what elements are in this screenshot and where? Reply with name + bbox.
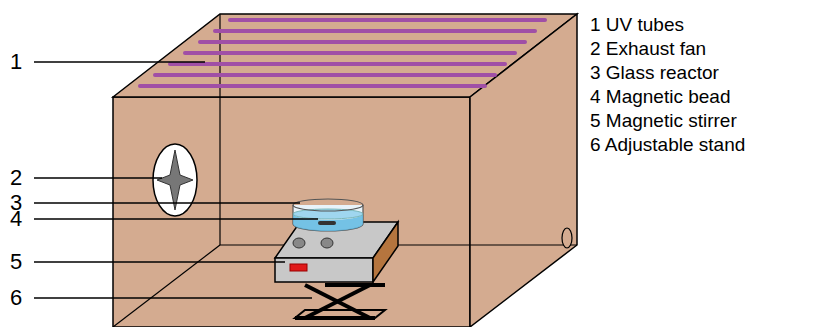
exhaust-fan [153,144,197,216]
adjustable-stand [295,285,385,318]
cabinet-side [470,14,577,327]
legend-text: 1 UV tubes [590,15,684,34]
legend-text: 3 Glass reactor [590,63,719,82]
callout-number: 5 [10,251,22,273]
legend-text: 4 Magnetic bead [590,87,731,106]
stirrer-front [275,258,373,282]
stirrer-knob [293,238,305,248]
legend-text: 6 Adjustable stand [590,135,745,154]
callout-number: 4 [10,208,22,230]
fan-blades [157,150,193,210]
leader-lines [34,62,318,298]
magnetic-bead [318,221,336,225]
inner-edge [219,14,220,245]
uv-tubes [140,20,545,86]
stirrer-display [290,264,307,271]
legend-text: 2 Exhaust fan [590,39,706,58]
inner-edge [113,245,220,327]
stirrer-side [373,222,398,282]
callout-number: 6 [10,287,22,309]
side-port [562,228,572,248]
cabinet-front [113,97,470,327]
stirrer-knob [321,238,333,248]
callout-number: 2 [10,167,22,189]
callout-number: 1 [10,51,22,73]
reactor-rim [293,199,363,211]
legend-text: 5 Magnetic stirrer [590,111,737,130]
stand-base [295,310,385,318]
